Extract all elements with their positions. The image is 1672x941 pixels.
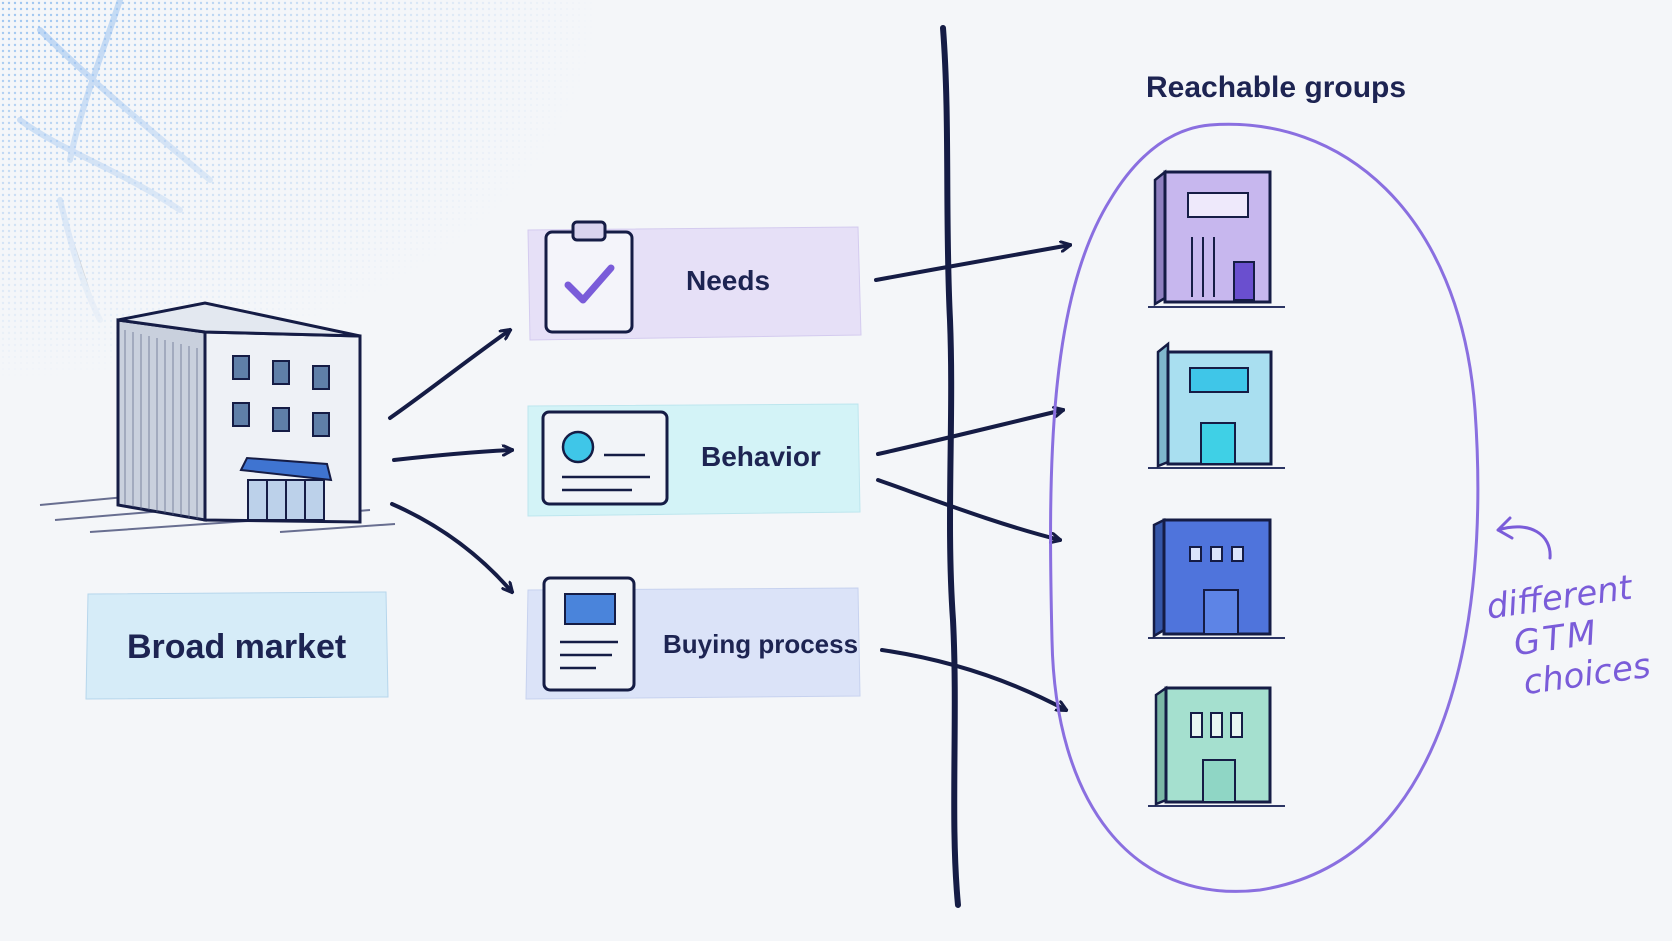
- broad-market-label: Broad market: [127, 628, 347, 666]
- arrow-behavior-to-group-3: [876, 478, 1060, 540]
- arrow-needs-to-group-1: [874, 245, 1070, 282]
- broad-market-building: [39, 301, 396, 533]
- clipboard-check-icon: [544, 220, 634, 334]
- criteria-buying-process: [525, 576, 861, 700]
- arrow-to-buying-process: [390, 502, 512, 592]
- criteria-label-buying-process: Buying process: [663, 629, 859, 659]
- criteria-label-needs: Needs: [686, 265, 771, 296]
- profile-card-icon: [541, 410, 669, 506]
- document-icon: [542, 576, 636, 692]
- gtm-annotation: different GTM choices: [1484, 568, 1653, 707]
- reachability-divider: [940, 25, 961, 908]
- market-to-criteria-arrows: [388, 330, 512, 592]
- group-building-1: [1148, 169, 1285, 308]
- arrow-to-needs: [388, 330, 510, 420]
- criteria-behavior: [527, 403, 861, 517]
- criteria-needs: [527, 220, 862, 341]
- criteria-to-groups-arrows: [874, 245, 1070, 712]
- arrow-to-behavior: [392, 450, 512, 462]
- annotation-arrow: [1496, 516, 1552, 560]
- group-building-3: [1148, 517, 1285, 639]
- broad-market-box: [85, 591, 389, 700]
- group-building-2: [1148, 341, 1285, 469]
- reachable-groups-lasso: [1049, 122, 1480, 893]
- halftone-decoration: [0, 0, 600, 380]
- group-building-4: [1148, 685, 1285, 807]
- arrow-behavior-to-group-2: [876, 410, 1063, 456]
- reachable-groups-title: Reachable groups: [1146, 71, 1407, 104]
- criteria-label-behavior: Behavior: [701, 441, 821, 472]
- arrow-buying-to-group-4: [880, 648, 1066, 712]
